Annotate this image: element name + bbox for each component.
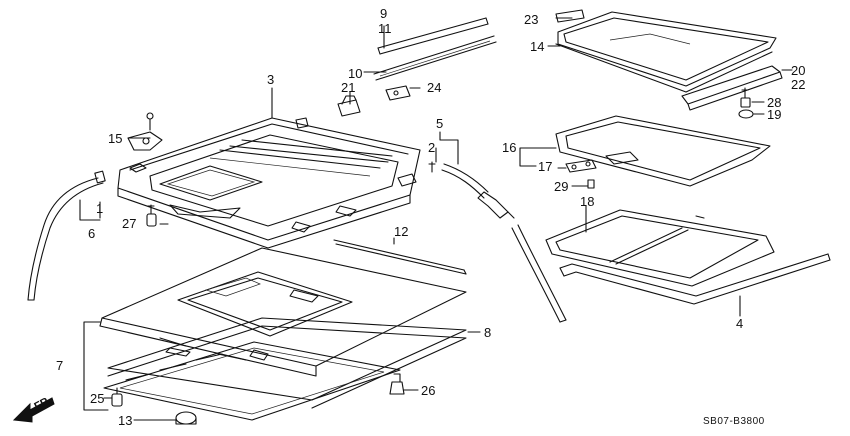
label-6: 6: [88, 226, 95, 241]
drain-hose-right: [441, 163, 515, 219]
sunshade-frame-16: [555, 115, 771, 187]
label-17: 17: [538, 159, 552, 174]
weatherstrip-9-11: [377, 17, 489, 55]
label-24: 24: [427, 80, 441, 95]
bracket-20-22: [681, 65, 783, 111]
screw-15: [146, 112, 154, 131]
label-19: 19: [767, 107, 781, 122]
label-7: 7: [56, 358, 63, 373]
label-5: 5: [436, 116, 443, 131]
label-22: 22: [791, 77, 805, 92]
clip-15: [127, 131, 163, 151]
front-arrow-label: FR.: [32, 394, 53, 413]
label-10: 10: [348, 66, 362, 81]
label-3: 3: [267, 72, 274, 87]
label-4: 4: [736, 316, 743, 331]
front-arrow-icon: [12, 397, 55, 423]
leader-lines: [79, 17, 793, 421]
cap-13: [175, 411, 197, 425]
label-27: 27: [122, 216, 136, 231]
sunroof-frame-assembly: [117, 117, 421, 249]
label-16: 16: [502, 140, 516, 155]
seal-4: [559, 253, 831, 305]
clip-23: [555, 9, 585, 23]
label-18: 18: [580, 194, 594, 209]
bracket-17: [565, 159, 597, 173]
weatherstrip-12: [333, 239, 467, 275]
pin-2: [428, 161, 436, 173]
bracket-24: [385, 85, 411, 101]
drain-hose-left: [27, 170, 106, 301]
bolt-27: [146, 204, 157, 227]
label-2: 2: [428, 140, 435, 155]
sunshade-panel-8: [107, 317, 467, 409]
clip-26: [389, 373, 405, 395]
seal-frame-18: [545, 209, 775, 287]
label-14: 14: [530, 39, 544, 54]
bracket-21: [337, 95, 361, 117]
label-21: 21: [341, 80, 355, 95]
label-29: 29: [554, 179, 568, 194]
bolt-28: [740, 87, 751, 108]
part-labels: 3 9 11 10 21 24 15 1 6 27 5 2 12 8 7 25 …: [56, 6, 805, 428]
label-15: 15: [108, 131, 122, 146]
label-12: 12: [394, 224, 408, 239]
long-drain-hose: [511, 224, 567, 323]
label-28: 28: [767, 95, 781, 110]
clip-25: [111, 387, 123, 407]
label-9: 9: [380, 6, 387, 21]
label-11: 11: [378, 21, 392, 36]
trim-panel-13: [103, 341, 401, 421]
glass-panel-14: [555, 11, 777, 93]
label-23: 23: [524, 12, 538, 27]
label-8: 8: [484, 325, 491, 340]
label-25: 25: [90, 391, 104, 406]
deflector-10: [373, 35, 497, 81]
cap-19: [738, 109, 754, 119]
label-1: 1: [96, 201, 103, 216]
label-26: 26: [421, 383, 435, 398]
headliner-7: [99, 247, 467, 377]
screw-29: [587, 179, 595, 189]
diagram-code: SB07-B3800: [703, 416, 765, 427]
label-20: 20: [791, 63, 805, 78]
label-13: 13: [118, 413, 132, 428]
